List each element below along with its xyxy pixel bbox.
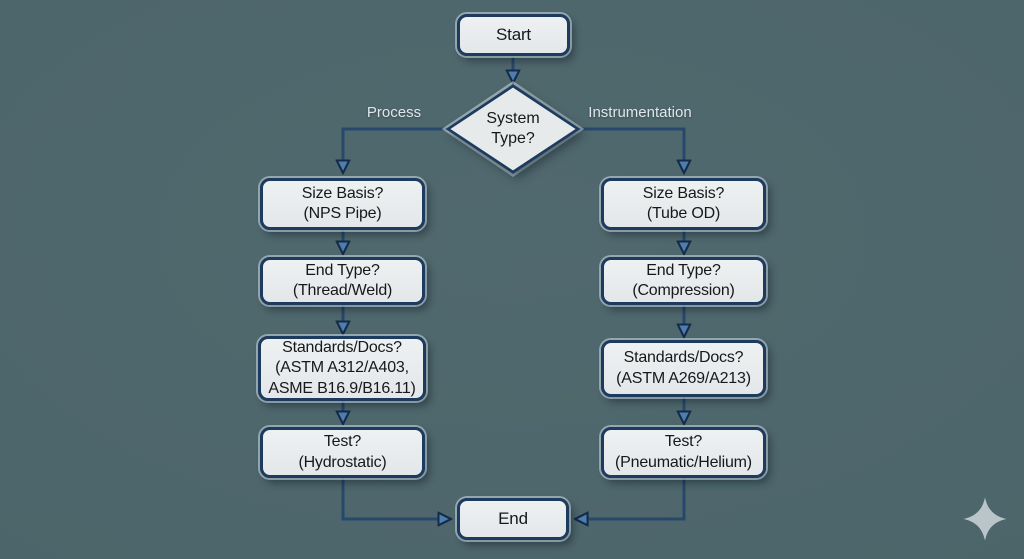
instrumentation-node-test: Test? (Pneumatic/Helium) <box>601 427 766 478</box>
decision-label: System Type? <box>486 110 540 147</box>
sparkle-icon <box>963 497 1007 541</box>
process-node-standards-docs: Standards/Docs? (ASTM A312/A403, ASME B1… <box>258 336 426 401</box>
instrumentation-node-standards-docs: Standards/Docs? (ASTM A269/A213) <box>601 340 766 397</box>
start-node: Start <box>457 14 570 56</box>
process-node-test: Test? (Hydrostatic) <box>260 427 425 478</box>
decision-diamond-shape <box>445 84 581 174</box>
instrumentation-node-end-type: End Type? (Compression) <box>601 257 766 305</box>
process-node-end-type: End Type? (Thread/Weld) <box>260 257 425 305</box>
process-node-size-basis: Size Basis? (NPS Pipe) <box>260 178 425 230</box>
end-node: End <box>457 498 569 540</box>
instrumentation-node-size-basis: Size Basis? (Tube OD) <box>601 178 766 230</box>
decision-diamond-halo <box>441 80 585 178</box>
connector-decision-to-instrumentation <box>578 127 684 172</box>
branch-label-instrumentation: Instrumentation <box>588 104 692 121</box>
branch-label-process: Process <box>366 104 422 121</box>
connector-decision-to-process <box>343 127 448 172</box>
connector-right-test-to-end <box>576 478 686 519</box>
connector-left-test-to-end <box>341 478 450 519</box>
